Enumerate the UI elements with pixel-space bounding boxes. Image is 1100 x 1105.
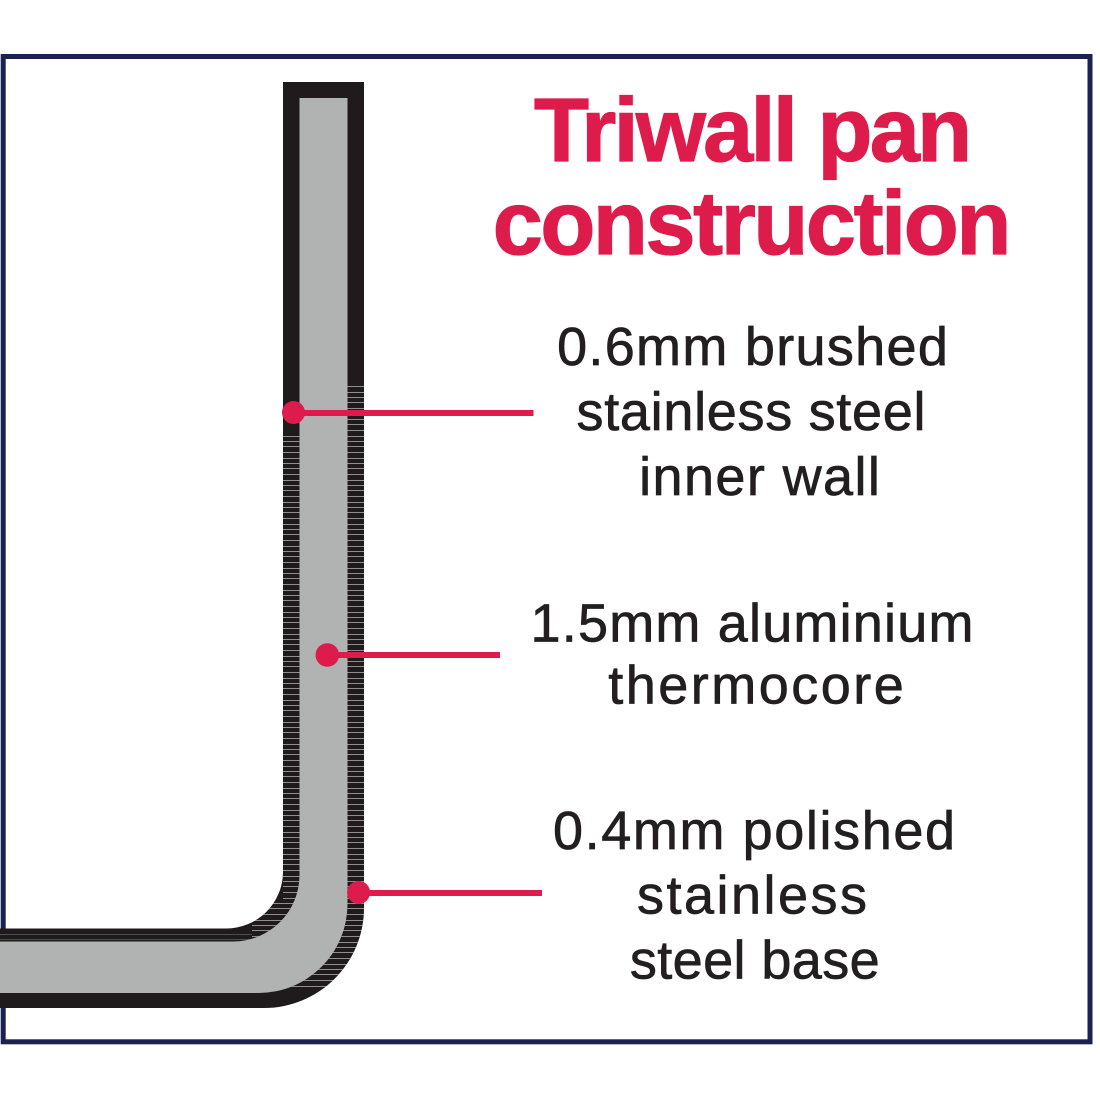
svg-text:thermocore: thermocore	[608, 656, 906, 716]
svg-text:stainless steel: stainless steel	[577, 382, 927, 442]
svg-text:Triwall pan: Triwall pan	[534, 81, 969, 181]
svg-text:steel base: steel base	[630, 931, 880, 991]
svg-text:1.5mm aluminium: 1.5mm aluminium	[531, 594, 975, 654]
svg-text:0.6mm brushed: 0.6mm brushed	[557, 317, 949, 377]
svg-text:construction: construction	[493, 174, 1009, 274]
svg-text:stainless: stainless	[637, 866, 870, 926]
svg-text:0.4mm polished: 0.4mm polished	[553, 801, 957, 861]
svg-text:inner wall: inner wall	[639, 447, 881, 507]
